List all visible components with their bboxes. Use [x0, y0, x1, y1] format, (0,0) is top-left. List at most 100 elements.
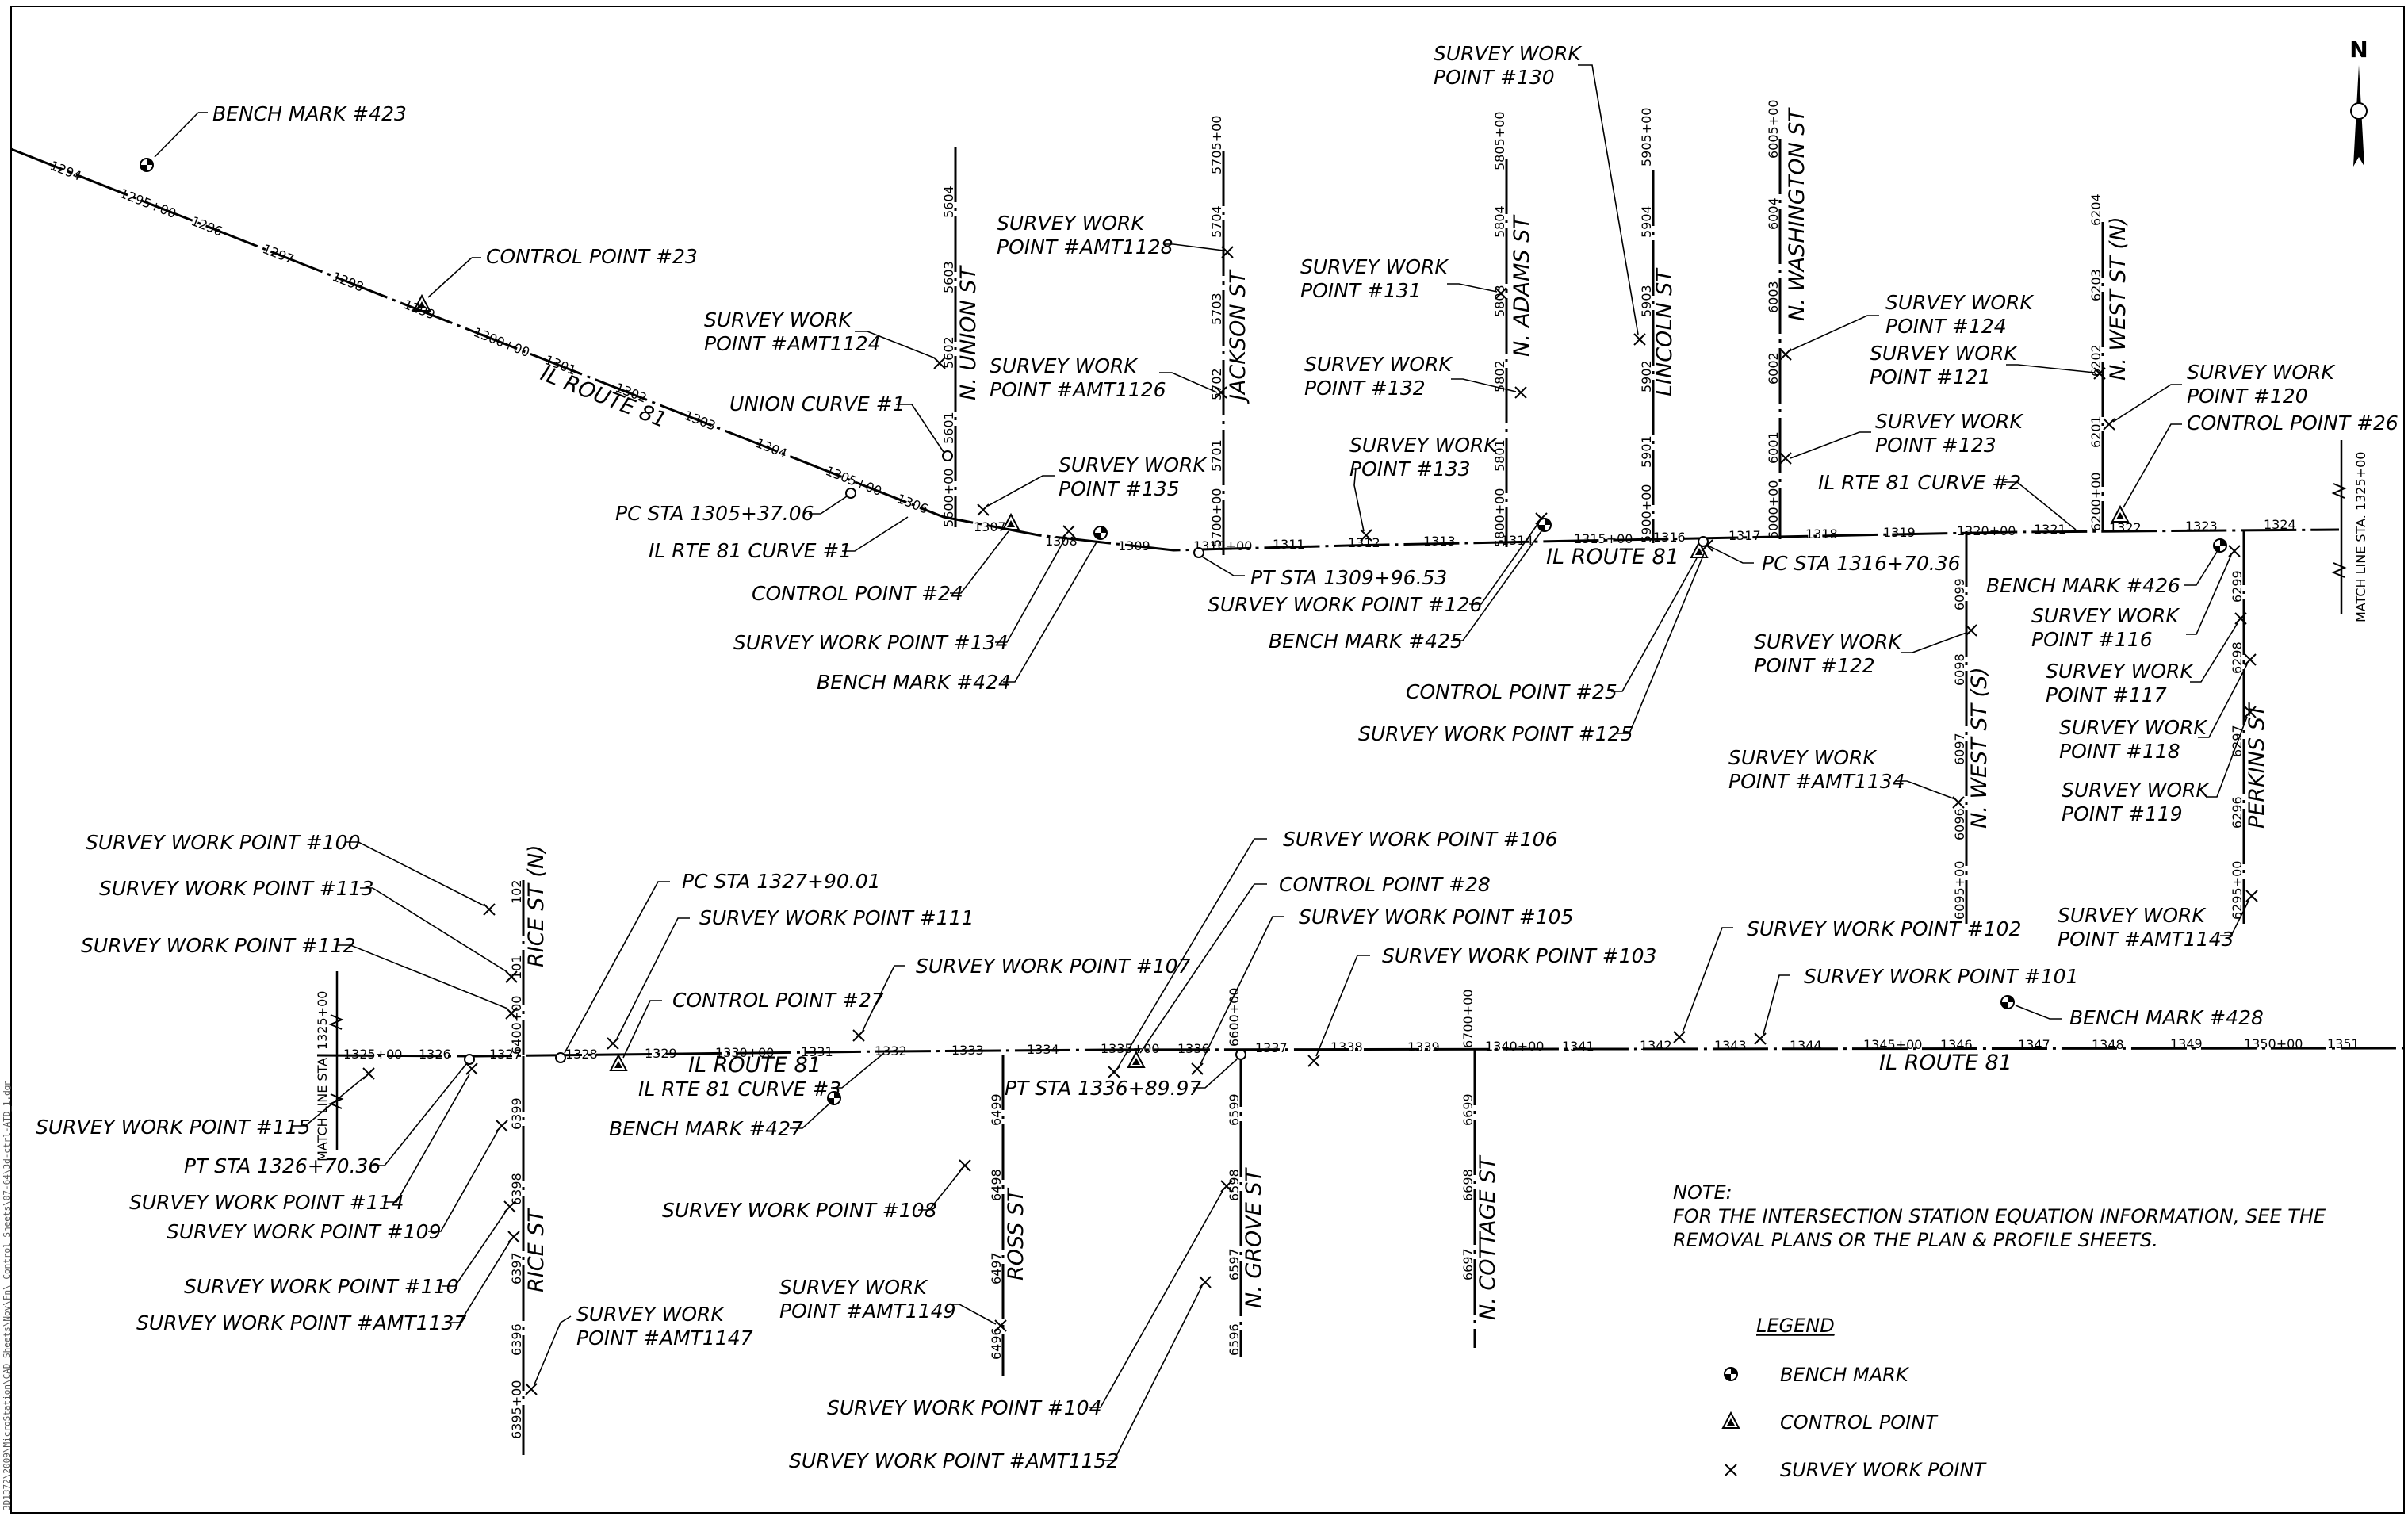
station-label: 1334 [1027, 1042, 1059, 1057]
survey-work-point-icon [1108, 1066, 1120, 1078]
bench-mark-icon [1724, 1367, 1738, 1381]
station-label: 6598 [1227, 1169, 1242, 1201]
station-label: 1322 [2109, 520, 2142, 535]
station-label: 1333 [951, 1043, 984, 1058]
road-name-jackson-st: JACKSON ST [1226, 269, 1250, 404]
road-name-n-west-st-s: N. WEST ST (S) [1967, 667, 1992, 829]
station-label: 1323 [2185, 519, 2218, 534]
point-label: SURVEY WORK POINT #115 [36, 1116, 310, 1139]
point-label: SURVEY WORK POINT #114 [129, 1191, 404, 1214]
station-label: 1338 [1330, 1039, 1363, 1055]
station-label: 6597 [1227, 1248, 1242, 1281]
point-label: PC STA 1305+37.06 [615, 502, 814, 525]
station-label: 1327 [489, 1047, 522, 1062]
station-label: 1316 [1653, 530, 1686, 545]
point-label: PC STA 1327+90.01 [682, 870, 881, 893]
station-label: 5904 [1639, 205, 1654, 238]
station-label: 6003 [1766, 281, 1781, 313]
north-arrow: N [2349, 36, 2368, 167]
station-label: 1349 [2170, 1036, 2203, 1051]
survey-work-point-icon [1754, 1032, 1767, 1045]
point-label: IL RTE 81 CURVE #1 [649, 539, 852, 562]
road-name-ross-st: ROSS ST [1004, 1187, 1028, 1281]
station-label: 5805+00 [1492, 112, 1507, 170]
legend-title: LEGEND [1756, 1315, 1835, 1337]
station-label: 6201 [2088, 415, 2104, 448]
station-label: 6499 [989, 1093, 1004, 1126]
station-label: 5903 [1639, 285, 1654, 317]
point-label: BENCH MARK #424 [817, 671, 1011, 694]
point-label: PT STA 1326+70.36 [184, 1154, 381, 1177]
point-label: CONTROL POINT #25 [1406, 680, 1617, 703]
point-label: CONTROL POINT #28 [1279, 873, 1491, 896]
side-streets [522, 139, 2245, 1455]
station-label: 1346 [1940, 1037, 1973, 1052]
control-point-icon [610, 1055, 627, 1071]
station-label: 6395+00 [509, 1380, 524, 1439]
point-label: SURVEY WORK POINT #104 [827, 1396, 1101, 1419]
road-name-lincoln-st: LINCOLN ST [1652, 267, 1677, 396]
station-label: 1306 [895, 491, 931, 517]
survey-work-point-icon [496, 1120, 508, 1132]
station-label: 5905+00 [1639, 108, 1654, 167]
point-label: BENCH MARK #428 [2069, 1006, 2264, 1029]
station-label: 6400+00 [509, 996, 524, 1055]
point-label: CONTROL POINT #26 [2187, 412, 2398, 435]
station-label: 1329 [645, 1046, 677, 1061]
station-label: 6004 [1766, 197, 1781, 230]
station-label: 5601 [941, 412, 956, 444]
station-label: 5702 [1209, 368, 1224, 400]
il-route-81-upper [10, 147, 2340, 552]
station-label: 1337 [1255, 1040, 1288, 1055]
station-label: 1318 [1805, 526, 1838, 542]
survey-work-point-icon [465, 1062, 478, 1075]
bench-mark-icon [1537, 518, 1552, 532]
station-label: 6699 [1460, 1093, 1476, 1126]
station-label: 101 [509, 955, 524, 979]
station-label: 6098 [1952, 653, 1967, 686]
survey-work-point-icon [483, 903, 496, 916]
curve-point-icon [942, 450, 953, 461]
station-label: 1331 [801, 1044, 833, 1059]
file-path: 3D1372\2009\MicroStation\CAD Sheets\Nov\… [2, 1080, 12, 1510]
station-label: 6296 [2230, 796, 2245, 829]
legend: LEGEND BENCH MARK CONTROL POINT SURVEY W… [1722, 1315, 1987, 1481]
point-label: SURVEY WORK POINT #106 [1283, 828, 1557, 851]
point-label: CONTROL POINT #24 [752, 582, 963, 605]
note-line-2: REMOVAL PLANS OR THE PLAN & PROFILE SHEE… [1673, 1229, 2158, 1251]
station-label: 6397 [509, 1252, 524, 1284]
station-label: 6005+00 [1766, 100, 1781, 159]
point-label: BENCH MARK #425 [1269, 630, 1463, 653]
station-label: 5900+00 [1639, 484, 1654, 543]
road-name-rice-st-n: RICE ST (N) [524, 844, 549, 967]
curve-point-icon [1193, 547, 1204, 558]
station-label: 5701 [1209, 439, 1224, 472]
survey-work-point-icon [1514, 386, 1527, 399]
station-label: 6396 [509, 1323, 524, 1356]
station-label: 1294 [48, 158, 84, 184]
station-label: 5703 [1209, 293, 1224, 325]
station-label: 6096 [1952, 808, 1967, 840]
point-label: SURVEY WORK POINT #126 [1208, 593, 1482, 616]
point-label: SURVEY WORK POINT #125 [1358, 722, 1633, 745]
station-label: 1303 [683, 408, 718, 434]
station-label: 5704 [1209, 205, 1224, 238]
north-label: N [2349, 36, 2368, 63]
survey-work-point-icon [607, 1037, 619, 1050]
station-label: 5902 [1639, 360, 1654, 392]
point-label: PC STA 1316+70.36 [1762, 552, 1961, 575]
point-label: PT STA 1336+89.97 [1005, 1077, 1201, 1100]
survey-work-point-icon [1191, 1062, 1204, 1075]
station-label: 1315+00 [1574, 531, 1633, 546]
station-label: 1345+00 [1863, 1037, 1922, 1052]
survey-work-point-icon [1725, 1464, 1737, 1476]
station-label: 1309 [1118, 538, 1150, 553]
